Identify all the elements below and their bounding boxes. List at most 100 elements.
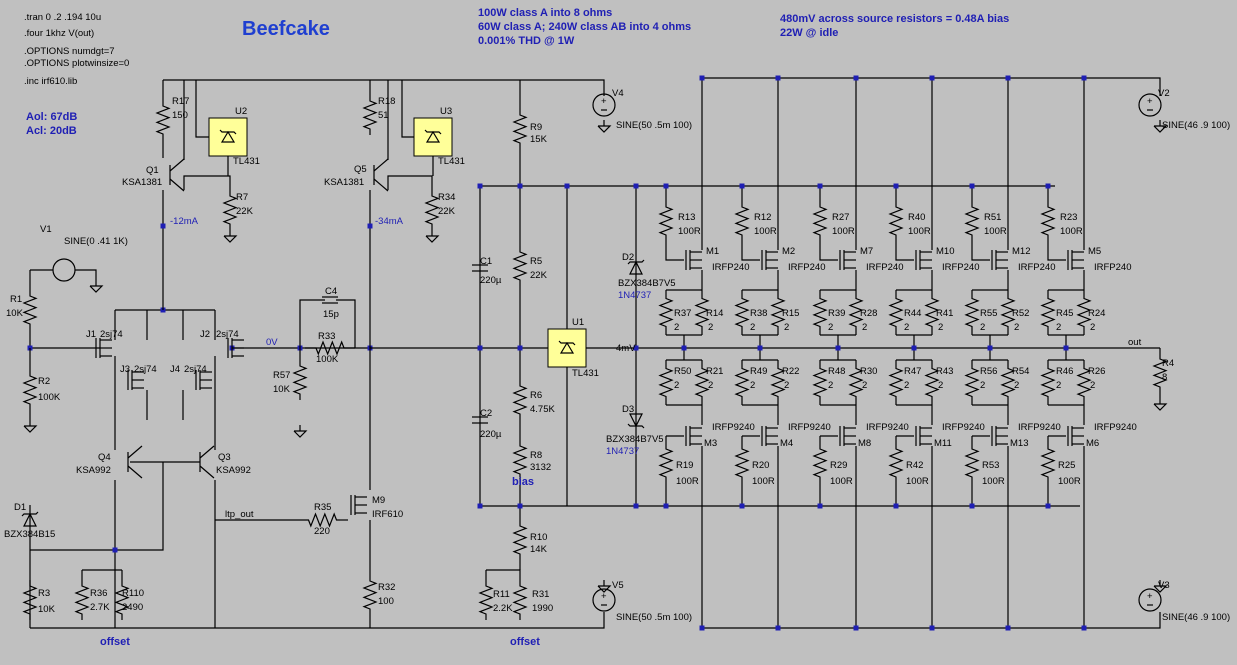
junction-dot [835, 345, 841, 351]
part-value: 2 [674, 322, 679, 333]
shunt-u3 [413, 117, 453, 157]
source-resistor [924, 360, 940, 405]
resistor-r34 [424, 190, 440, 230]
part-value: 2 [862, 322, 867, 333]
transistor-q4 [127, 445, 143, 479]
part-ref: R6 [530, 390, 542, 401]
source-resistor [964, 290, 980, 335]
part-value: 2 [750, 322, 755, 333]
part-ref: R45 [1056, 308, 1073, 319]
net-label-4mv: 4mV [616, 343, 636, 354]
part-ref: R57 [273, 370, 290, 381]
part-ref: R19 [676, 460, 693, 471]
part-value: 2sj74 [216, 329, 239, 340]
part-value: 2sj74 [134, 364, 157, 375]
pmos-transistor [1067, 426, 1084, 446]
junction-dot [817, 503, 823, 509]
part-ref: Q3 [218, 452, 231, 463]
part-ref: Q1 [146, 165, 159, 176]
jfet-j2 [227, 338, 244, 358]
junction-dot [739, 503, 745, 509]
net-label-0v: 0V [266, 337, 278, 348]
part-value: 2 [1014, 322, 1019, 333]
part-value: IRFP9240 [788, 422, 831, 433]
ground-rail-front [30, 612, 605, 629]
part-ref: J1 [86, 329, 96, 340]
nmos-transistor [991, 250, 1008, 270]
junction-dot [987, 345, 993, 351]
source-value: SINE(0 .41 1K) [64, 236, 128, 247]
junction-dot [1045, 503, 1051, 509]
source-ref: V1 [40, 224, 52, 235]
part-ref: R22 [782, 366, 799, 377]
part-value: IRFP9240 [942, 422, 985, 433]
part-value: IRFP9240 [866, 422, 909, 433]
part-value: 2 [674, 380, 679, 391]
part-ref: R34 [438, 192, 455, 203]
resistor-r57 [292, 360, 308, 400]
gate-resistor [812, 436, 828, 490]
part-ref: R15 [782, 308, 799, 319]
source-resistor [924, 290, 940, 335]
junction-dot [817, 183, 823, 189]
junction-dot [160, 223, 166, 229]
source-ref: V4 [612, 88, 624, 99]
part-value: IRFP9240 [1018, 422, 1061, 433]
part-ref: M6 [1086, 438, 1099, 449]
source-value: SINE(46 .9 100) [1162, 120, 1230, 131]
junction-dot [969, 183, 975, 189]
part-value: 2 [938, 322, 943, 333]
junction-dot [1005, 625, 1011, 631]
resistor-r36 [74, 580, 90, 620]
part-ref: U2 [235, 106, 247, 117]
source-resistor [658, 360, 674, 405]
resistor-r8 [512, 440, 528, 480]
zener-d2 [627, 259, 645, 275]
resistor-r9 [512, 108, 528, 150]
junction-dot [893, 503, 899, 509]
ground-icon [1153, 120, 1168, 133]
part-ref: C1 [480, 256, 492, 267]
part-ref: R55 [980, 308, 997, 319]
positive-rail-output [702, 77, 1161, 96]
voltage-source-v4: + [592, 93, 616, 117]
part-alt: 1N4737 [618, 290, 651, 301]
part-value: 100R [982, 476, 1005, 487]
labels: .tran 0 .2 .194 10u.four 1khz V(out).OPT… [4, 7, 1230, 648]
part-value: TL431 [438, 156, 465, 167]
wire [30, 462, 164, 551]
part-ref: R3 [38, 588, 50, 599]
part-ref: R18 [378, 96, 395, 107]
part-ref: R8 [530, 450, 542, 461]
part-value: 22K [438, 206, 456, 217]
part-value: 10K [273, 384, 291, 395]
junction-dot [517, 345, 523, 351]
resistor-r11 [478, 580, 494, 620]
part-value: 100K [316, 354, 339, 365]
transistor-q3 [199, 445, 215, 479]
part-value: 220µ [480, 429, 502, 440]
part-value: 2.7K [90, 602, 110, 613]
junction-dot [739, 183, 745, 189]
part-value: 1990 [532, 603, 553, 614]
part-value: 100R [908, 226, 931, 237]
resistor-r18 [362, 95, 378, 135]
junction-dot [893, 183, 899, 189]
nmos-transistor [1067, 250, 1084, 270]
source-resistor [694, 290, 710, 335]
pmos-transistor [915, 426, 932, 446]
capacitor-c4 [322, 296, 338, 304]
part-value: 2 [828, 380, 833, 391]
junction-dot [1063, 345, 1069, 351]
part-value: BZX384B15 [4, 529, 55, 540]
part-value: BZX384B7V5 [618, 278, 676, 289]
part-value: 100R [754, 226, 777, 237]
svg-text:+: + [1147, 96, 1153, 107]
source-resistor [1000, 360, 1016, 405]
spice-directive: .inc irf610.lib [24, 76, 77, 87]
part-ref: R42 [906, 460, 923, 471]
part-ref: R54 [1012, 366, 1029, 377]
part-value: 2 [1090, 380, 1095, 391]
wire [387, 175, 433, 190]
wire [75, 269, 97, 280]
